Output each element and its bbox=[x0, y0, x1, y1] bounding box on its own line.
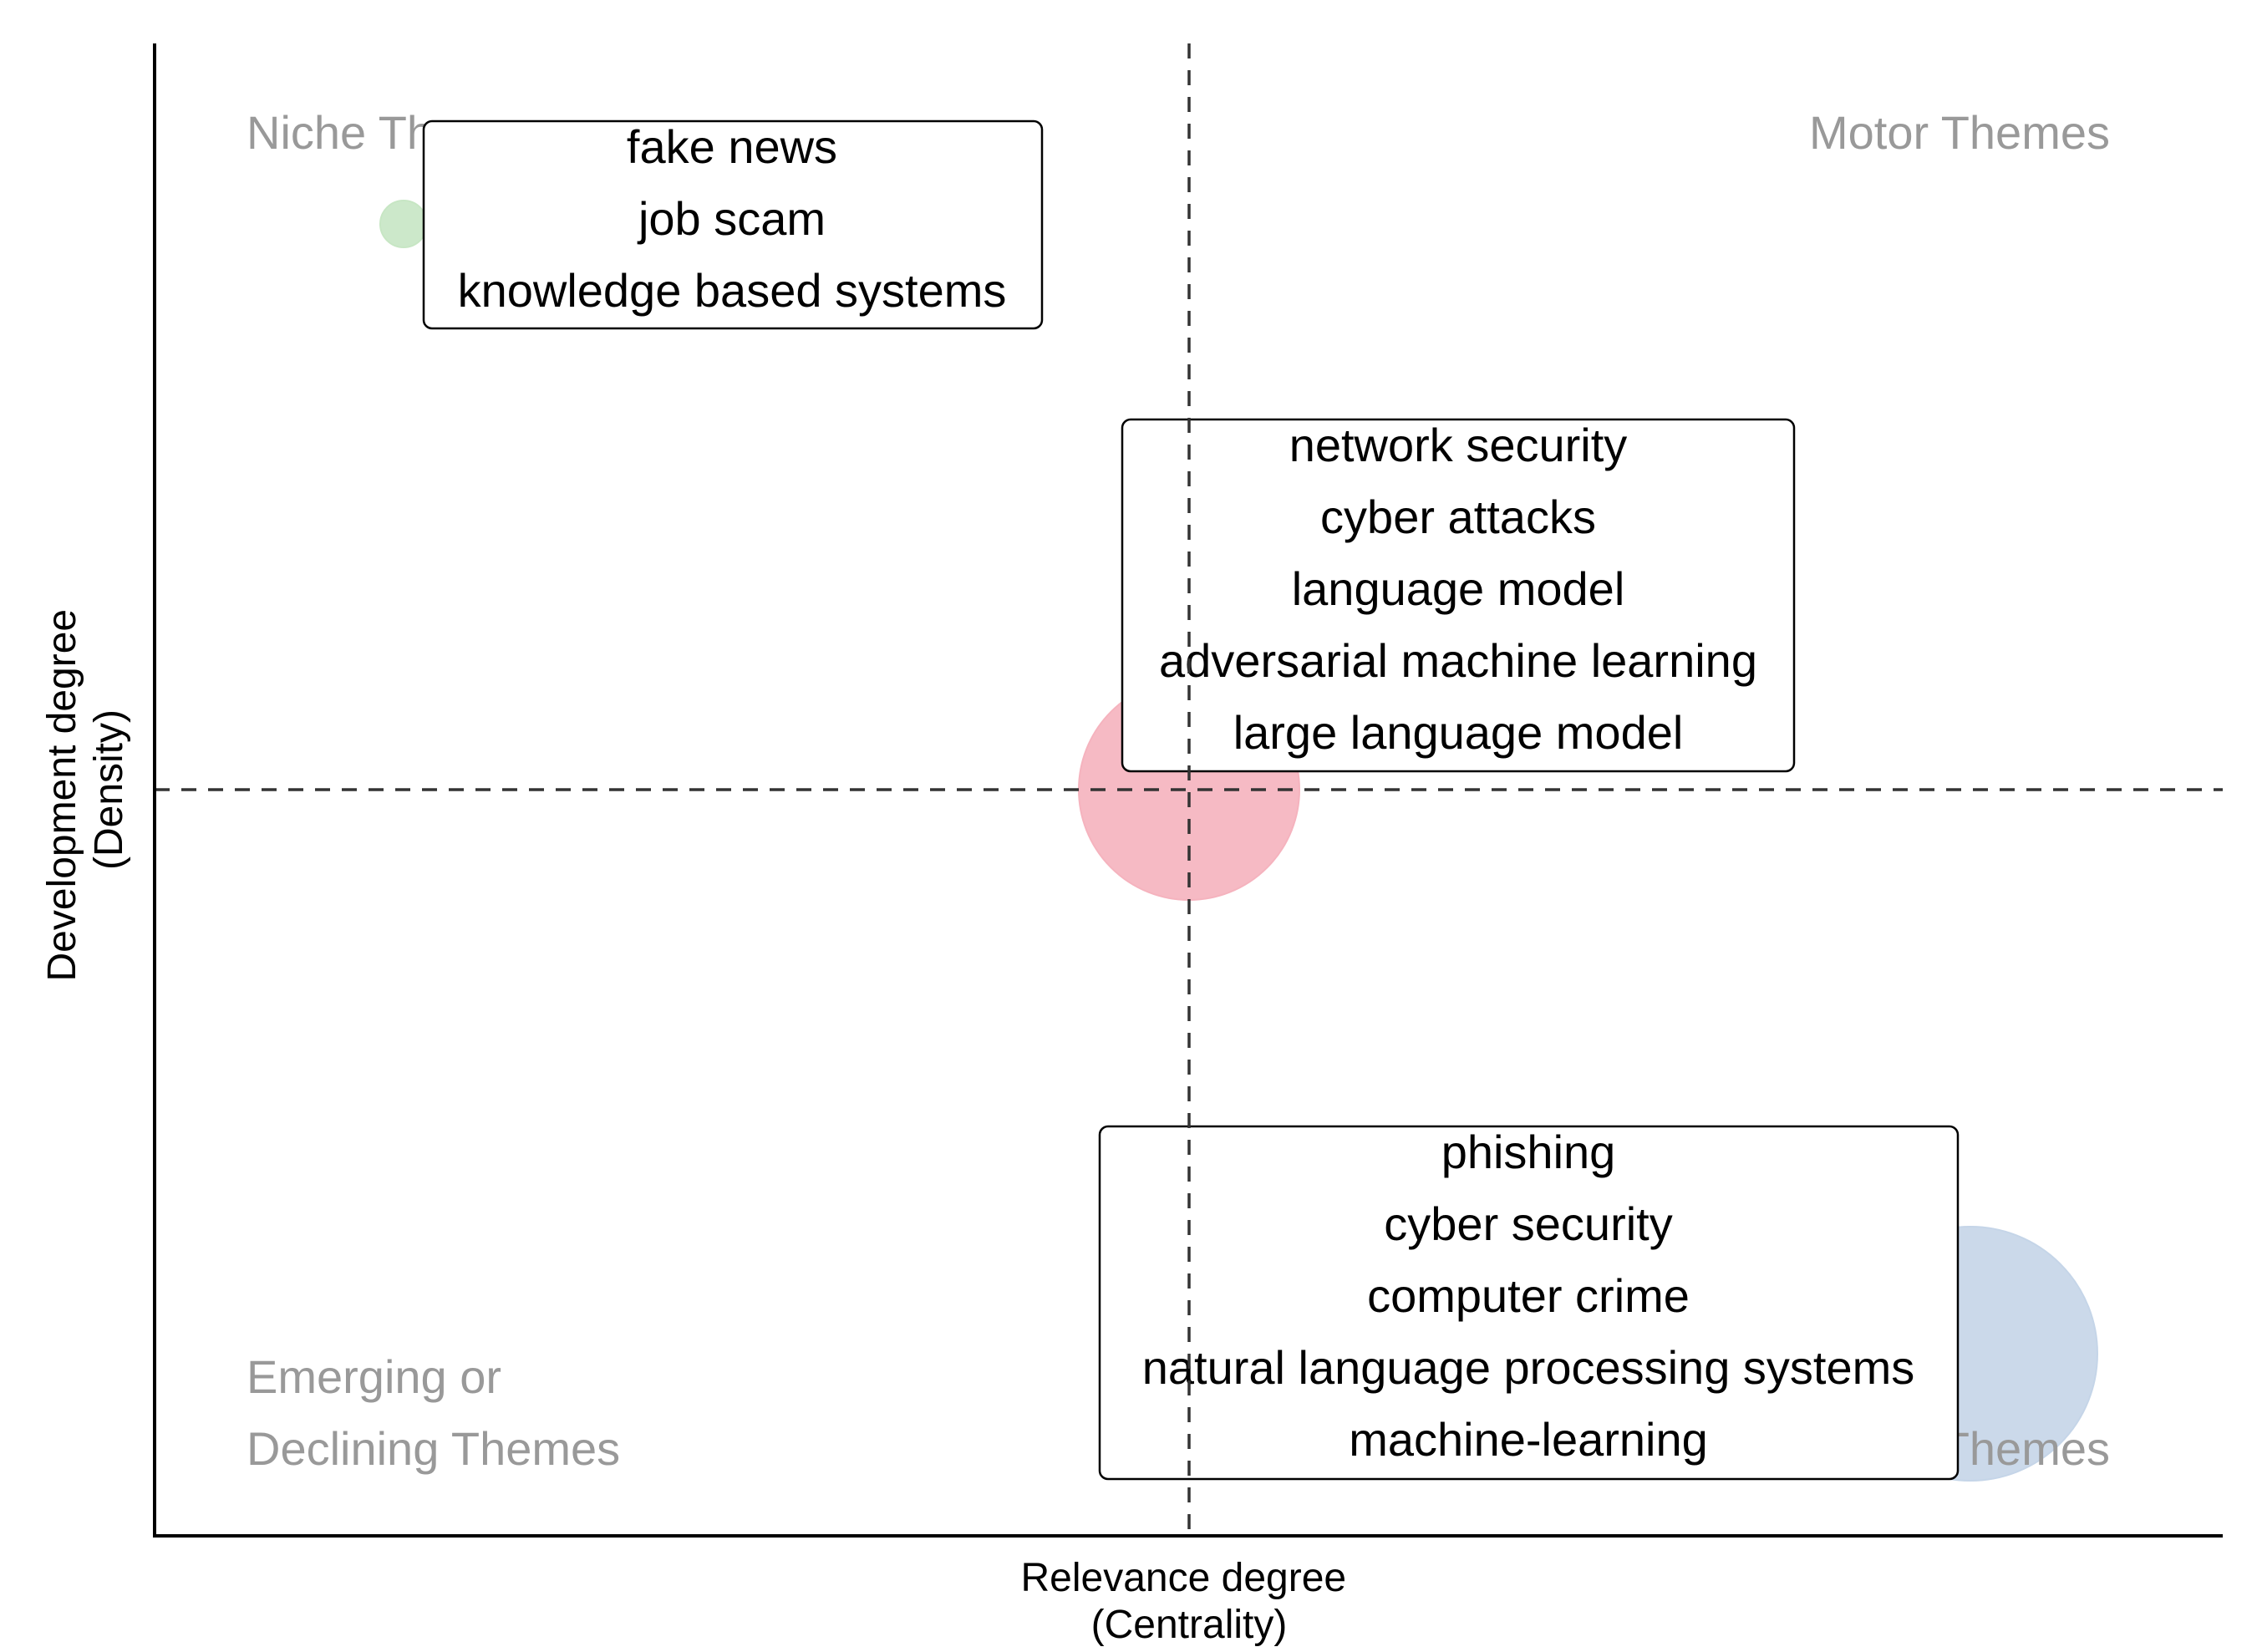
cluster-1-keyword-3: adversarial machine learning bbox=[1159, 634, 1757, 687]
cluster-2-keyword-2: computer crime bbox=[1367, 1269, 1690, 1322]
cluster-label-box-2 bbox=[1098, 1125, 1960, 1481]
cluster-1-keyword-4: large language model bbox=[1233, 706, 1684, 759]
cluster-2-keyword-4: machine-learning bbox=[1349, 1413, 1708, 1466]
y-axis-title: Development degree (Density) bbox=[40, 598, 131, 982]
cluster-1-keyword-1: cyber attacks bbox=[1320, 491, 1596, 543]
quadrant-label-emerging-declining-themes: Emerging or Declining Themes bbox=[247, 1350, 620, 1475]
cluster-bubble-0 bbox=[379, 200, 428, 248]
x-axis-title: Relevance degree (Centrality) bbox=[1021, 1556, 1358, 1647]
cluster-0-keyword-0: fake news bbox=[627, 120, 837, 173]
cluster-labels-layer: fake news job scam knowledge based systems… bbox=[422, 119, 1960, 1481]
cluster-2-keyword-3: natural language processing systems bbox=[1142, 1341, 1915, 1394]
cluster-1-keyword-2: language model bbox=[1292, 562, 1625, 615]
cluster-2-keyword-0: phishing bbox=[1441, 1126, 1616, 1178]
cluster-label-box-0 bbox=[422, 119, 1044, 330]
cluster-0-keyword-2: knowledge based systems bbox=[458, 264, 1007, 317]
cluster-0-keyword-1: job scam bbox=[637, 192, 826, 245]
cluster-1-keyword-0: network security bbox=[1289, 419, 1628, 471]
cluster-label-box-1 bbox=[1121, 418, 1796, 773]
cluster-2-keyword-1: cyber security bbox=[1384, 1197, 1672, 1250]
quadrant-label-motor-themes: Motor Themes bbox=[1809, 106, 2110, 159]
